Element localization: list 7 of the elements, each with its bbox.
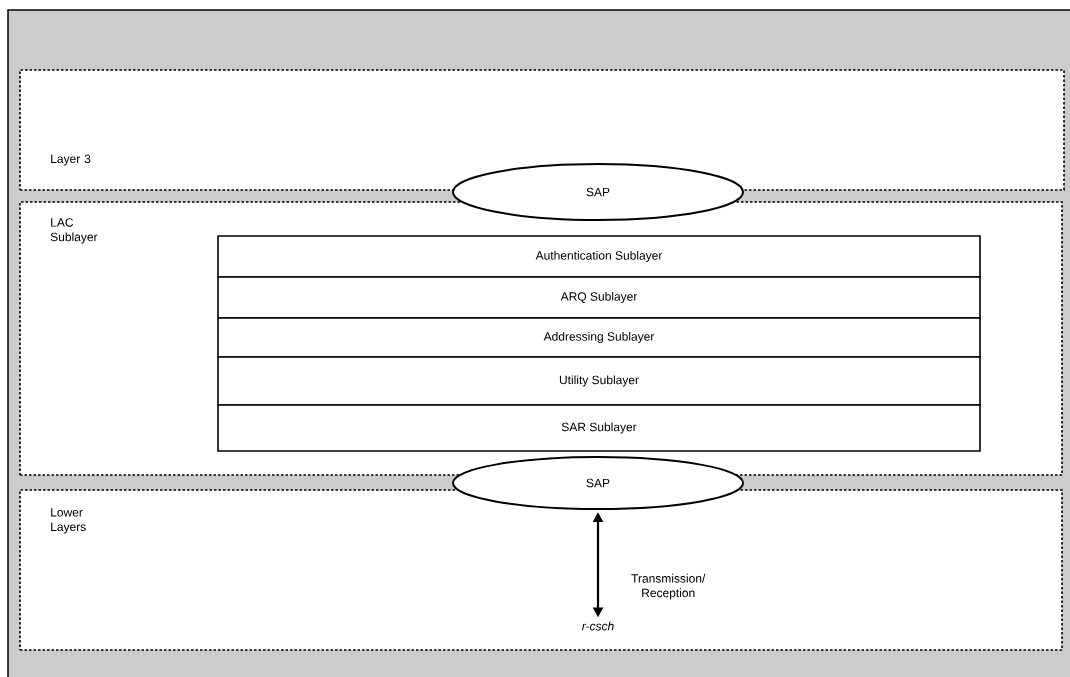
edge-label: Transmission/ Reception bbox=[631, 573, 706, 600]
sublayer-box: SAR Sublayer bbox=[217, 404, 981, 452]
sublayer-box: Addressing Sublayer bbox=[217, 317, 981, 358]
sublayer-box: ARQ Sublayer bbox=[217, 276, 981, 319]
sublayer-box: Authentication Sublayer bbox=[217, 235, 981, 278]
channel-label: r-csch bbox=[582, 621, 614, 631]
sublayer-box: Utility Sublayer bbox=[217, 356, 981, 406]
